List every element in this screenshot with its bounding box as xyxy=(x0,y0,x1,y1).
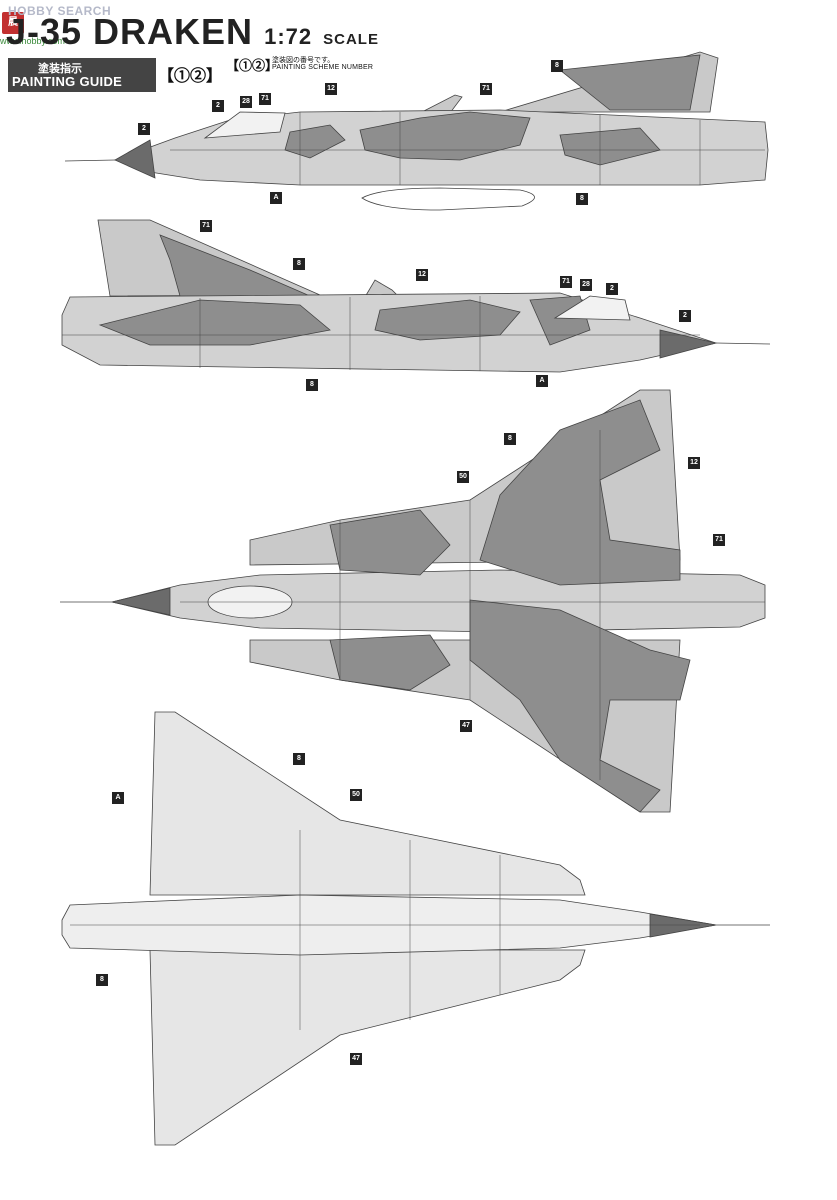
callout-bottom-47: 47 xyxy=(350,1053,362,1065)
callout-side1-A: A xyxy=(270,192,282,204)
site-logo: 晨 xyxy=(2,12,24,34)
scheme-number-en: PAINTING SCHEME NUMBER xyxy=(272,64,374,71)
callout-side1-28: 28 xyxy=(240,96,252,108)
scheme-number-legend-badge: 【①②】 xyxy=(226,58,279,73)
page-title: J-35 DRAKEN 1:72 SCALE xyxy=(6,14,379,50)
painting-guide-en: PAINTING GUIDE xyxy=(12,74,123,89)
callout-side2-8b: 8 xyxy=(306,379,318,391)
callout-side2-71a: 71 xyxy=(200,220,212,232)
callout-bottom-8a: 8 xyxy=(293,753,305,765)
callout-top-8: 8 xyxy=(504,433,516,445)
painting-guide-box xyxy=(8,58,156,92)
callout-side1-8a: 8 xyxy=(551,60,563,72)
callout-side1-71a: 71 xyxy=(259,93,271,105)
callout-side2-12: 12 xyxy=(416,269,428,281)
top-view xyxy=(60,389,766,813)
callout-side2-8a: 8 xyxy=(293,258,305,270)
site-logo-url: www.hobby.com xyxy=(0,36,65,46)
callout-side2-2b: 2 xyxy=(679,310,691,322)
title-ratio: 1:72 xyxy=(264,24,313,49)
callout-bottom-50: 50 xyxy=(350,789,362,801)
callout-side1-71b: 71 xyxy=(480,83,492,95)
callout-side1-12: 12 xyxy=(325,83,337,95)
callout-side1-2b: 2 xyxy=(212,100,224,112)
scheme-number-jp: 塗装図の番号です。 xyxy=(272,57,335,64)
callout-side2-28: 28 xyxy=(580,279,592,291)
callout-side2-2a: 2 xyxy=(606,283,618,295)
callout-side2-A: A xyxy=(536,375,548,387)
callout-side1-8b: 8 xyxy=(576,193,588,205)
callout-side2-71b: 71 xyxy=(560,276,572,288)
side-view-right xyxy=(61,219,771,373)
side-view-left xyxy=(64,51,769,211)
painting-guide-jp: 塗装指示 xyxy=(38,63,82,75)
callout-bottom-A: A xyxy=(112,792,124,804)
callout-top-47: 47 xyxy=(460,720,472,732)
callout-top-50: 50 xyxy=(457,471,469,483)
bottom-view xyxy=(61,711,770,1146)
callout-side1-2a: 2 xyxy=(138,123,150,135)
callout-top-71: 71 xyxy=(713,534,725,546)
callout-bottom-8b: 8 xyxy=(96,974,108,986)
title-main: J-35 DRAKEN xyxy=(6,11,254,52)
callout-top-12: 12 xyxy=(688,457,700,469)
watermark: HOBBY SEARCH xyxy=(8,4,112,18)
scheme-number-badge: 【①②】 xyxy=(158,68,223,85)
title-scale: SCALE xyxy=(323,31,379,48)
